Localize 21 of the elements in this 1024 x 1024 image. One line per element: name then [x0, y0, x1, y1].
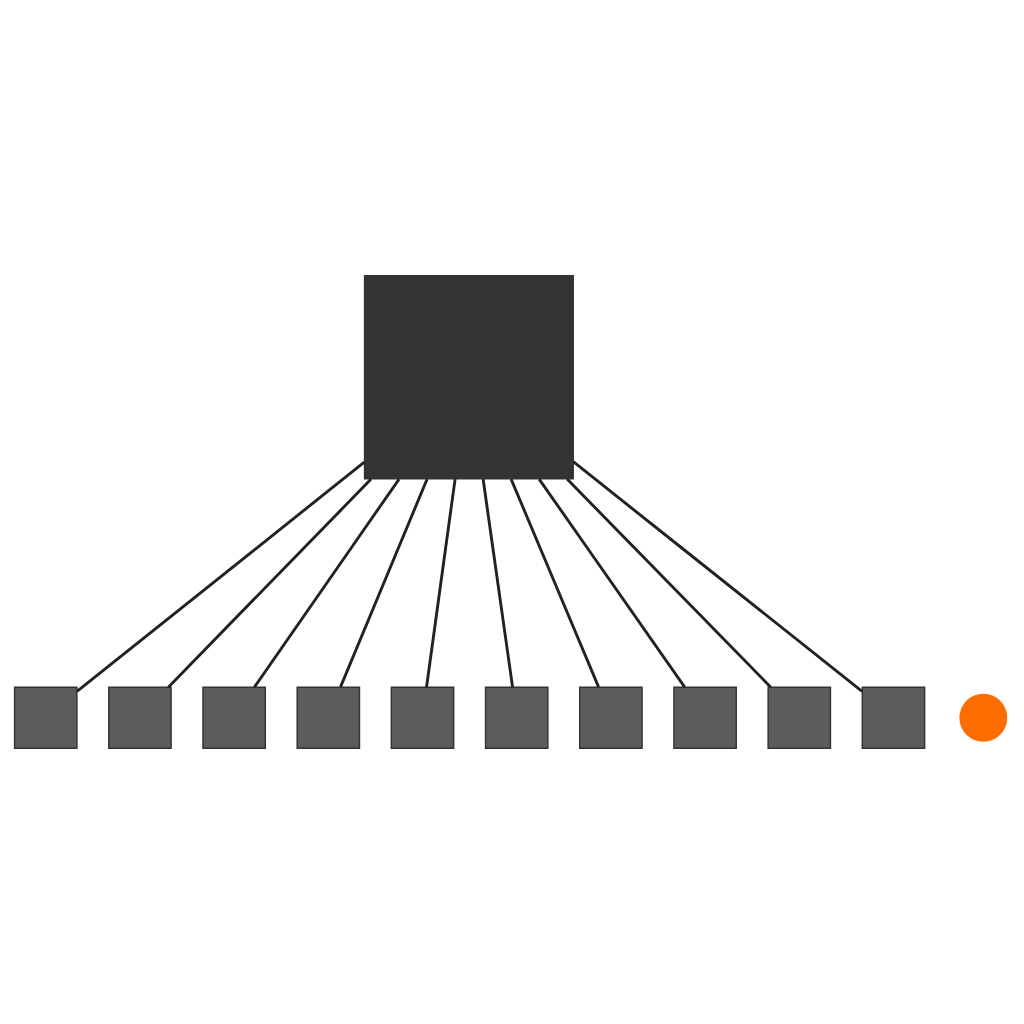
connector — [76, 461, 366, 693]
connector — [509, 478, 600, 688]
node-box — [296, 686, 361, 749]
node-box — [13, 686, 78, 749]
connector — [253, 478, 401, 688]
connector — [566, 478, 772, 689]
node-box — [363, 275, 574, 480]
connector — [339, 478, 429, 688]
node-box — [767, 686, 832, 749]
node-box — [673, 686, 737, 749]
connector — [167, 478, 373, 689]
node-box — [484, 686, 549, 749]
node-box — [579, 686, 643, 749]
connector — [537, 478, 686, 688]
node-box — [108, 686, 172, 749]
connector — [572, 460, 863, 693]
connector — [425, 478, 457, 688]
connector — [481, 478, 514, 688]
node-box — [202, 686, 266, 749]
node-box — [390, 686, 455, 749]
node-box — [861, 686, 926, 749]
